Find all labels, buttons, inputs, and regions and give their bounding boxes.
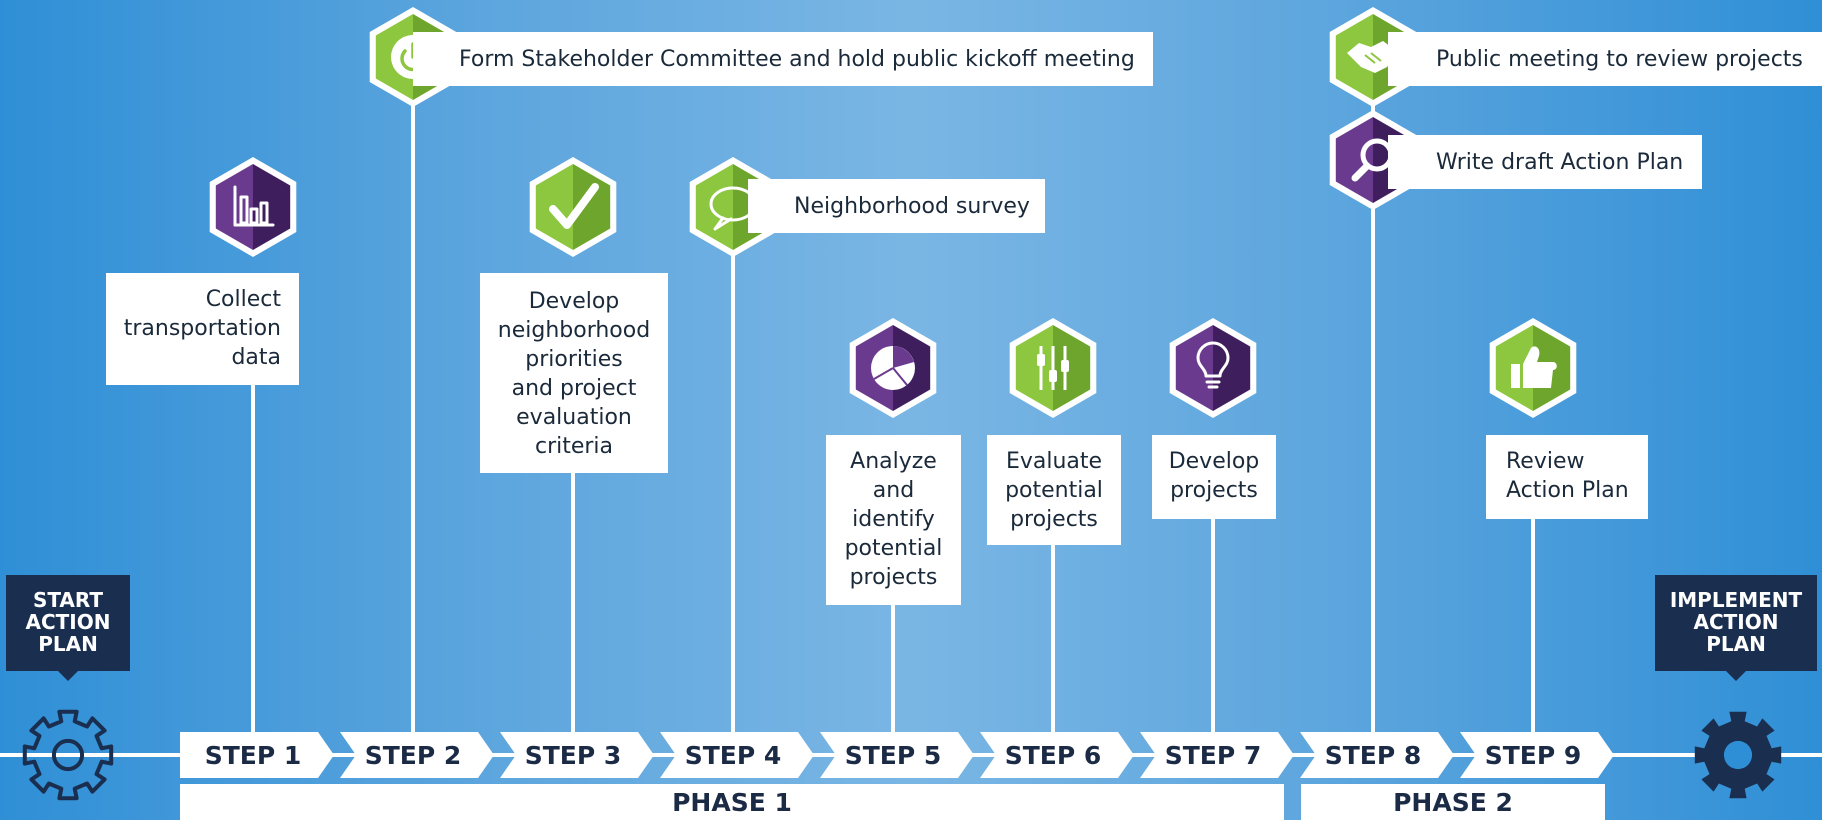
- step-chevron: [500, 732, 654, 778]
- start-action-plan-flag: START ACTION PLAN: [6, 575, 130, 681]
- implement-gear-icon: [1694, 711, 1782, 799]
- start-flag-line: START: [32, 588, 104, 612]
- end-flag-line: IMPLEMENT: [1669, 588, 1803, 612]
- step-9-text: Action Plan: [1506, 478, 1629, 503]
- step-5-text: identify: [852, 507, 935, 532]
- end-flag-line: ACTION: [1693, 610, 1779, 634]
- step-4-text: Neighborhood survey: [794, 193, 1030, 219]
- phase-2-bar: PHASE 2: [1301, 784, 1605, 820]
- sliders-icon: [1009, 318, 1097, 418]
- step-7-box: Develop projects: [1152, 435, 1276, 519]
- step-9-box: Review Action Plan: [1486, 435, 1648, 519]
- step-label: STEP 6: [1004, 741, 1102, 770]
- step-5-text: potential: [844, 536, 943, 561]
- lightbulb-icon: [1169, 318, 1257, 418]
- step-7-text: Develop: [1168, 449, 1260, 474]
- bar-chart-icon: [209, 157, 297, 257]
- checkmark-icon: [529, 157, 617, 257]
- step-5-text: projects: [849, 565, 938, 590]
- step-2-text: Form Stakeholder Committee and hold publ…: [459, 46, 1135, 72]
- step-chevron: [1460, 732, 1614, 778]
- step-chevron: [820, 732, 974, 778]
- step-chevron: [1300, 732, 1454, 778]
- step-6-text: Evaluate: [1005, 449, 1103, 474]
- step-label: STEP 3: [524, 741, 622, 770]
- step-1-text: Collect: [205, 287, 281, 312]
- step-6-text: potential: [1005, 478, 1103, 503]
- step-8-box-draft: Write draft Action Plan: [1388, 135, 1702, 189]
- step-label: STEP 9: [1484, 741, 1582, 770]
- step-6-box: Evaluate potential projects: [987, 435, 1121, 545]
- start-flag-line: ACTION: [25, 610, 111, 634]
- step-3-text: neighborhood: [497, 318, 651, 343]
- step-4-box: Neighborhood survey: [748, 179, 1045, 233]
- step-3-text: Develop: [528, 289, 620, 314]
- step-label: STEP 1: [204, 741, 302, 770]
- step-7-text: projects: [1170, 478, 1258, 503]
- step-label: STEP 7: [1164, 741, 1262, 770]
- end-flag-line: PLAN: [1706, 632, 1766, 656]
- phase-1-bar: PHASE 1: [180, 784, 1284, 820]
- step-1-text: data: [231, 345, 281, 370]
- step-chevron: [1140, 732, 1294, 778]
- start-gear-icon: [22, 709, 114, 801]
- step-1-text: transportation: [123, 316, 281, 341]
- step-label: STEP 4: [684, 741, 782, 770]
- step-3-text: and project: [511, 376, 637, 401]
- step-5-box: Analyze and identify potential projects: [826, 435, 961, 605]
- step-8-text: Write draft Action Plan: [1436, 149, 1684, 175]
- step-9-text: Review: [1506, 449, 1585, 474]
- step-chevron: [340, 732, 494, 778]
- step-8-box-meeting: Public meeting to review projects: [1388, 32, 1822, 86]
- step-chevron: [180, 732, 334, 778]
- step-label: STEP 2: [364, 741, 462, 770]
- step-3-text: evaluation: [516, 405, 632, 430]
- step-label: STEP 8: [1324, 741, 1422, 770]
- step-label: STEP 5: [844, 741, 942, 770]
- step-5-text: and: [872, 478, 915, 503]
- step-2-box: Form Stakeholder Committee and hold publ…: [413, 32, 1153, 86]
- step-5-text: Analyze: [850, 449, 937, 474]
- phase-1-label: PHASE 1: [672, 788, 792, 817]
- step-6-text: projects: [1010, 507, 1098, 532]
- step-8-text: Public meeting to review projects: [1436, 46, 1803, 72]
- thumbs-up-icon: [1489, 318, 1577, 418]
- pie-chart-icon: [849, 318, 937, 418]
- step-chevron: [980, 732, 1134, 778]
- step-1-box: Collect transportation data: [106, 273, 299, 385]
- phase-2-label: PHASE 2: [1393, 788, 1513, 817]
- start-flag-line: PLAN: [38, 632, 98, 656]
- implement-action-plan-flag: IMPLEMENT ACTION PLAN: [1655, 575, 1817, 681]
- step-3-text: criteria: [534, 434, 614, 459]
- step-chevron: [660, 732, 814, 778]
- step-3-box: Develop neighborhood priorities and proj…: [480, 273, 668, 473]
- step-3-text: priorities: [525, 347, 623, 372]
